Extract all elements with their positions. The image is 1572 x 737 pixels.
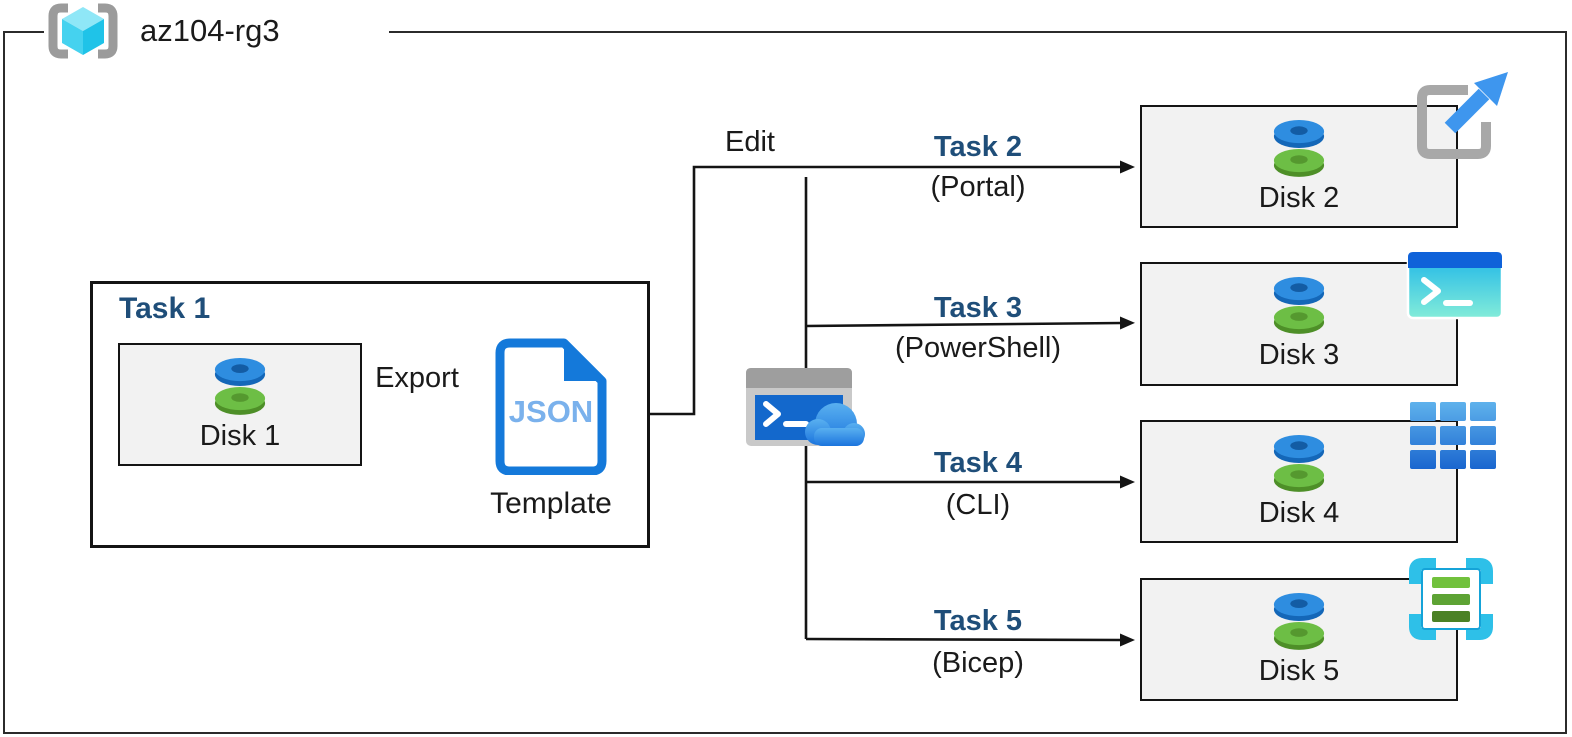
disk-icon <box>1273 277 1325 334</box>
cloud-glyph <box>805 403 865 446</box>
json-template-icon: JSON <box>495 338 607 475</box>
disk4-card: Disk 4 <box>1140 420 1458 543</box>
resource-group-name: az104-rg3 <box>140 13 280 48</box>
powershell-icon <box>1406 250 1504 320</box>
task2-method: (Portal) <box>930 171 1026 203</box>
json-badge-text: JSON <box>509 394 593 429</box>
task3-method: (PowerShell) <box>895 332 1061 364</box>
disk5-card: Disk 5 <box>1140 578 1458 701</box>
cloud-shell-icon <box>746 368 865 446</box>
task5-method: (Bicep) <box>932 647 1024 679</box>
cli-icon <box>1410 402 1496 469</box>
disk2-card: Disk 2 <box>1140 105 1458 228</box>
disk-icon <box>1273 120 1325 177</box>
task5-arrow <box>805 633 1135 647</box>
disk1-card: Disk 1 <box>118 343 362 466</box>
task2-label: Task 2 <box>933 131 1023 163</box>
task3-arrow <box>805 316 1135 330</box>
disk3-card: Disk 3 <box>1140 262 1458 386</box>
disk-icon <box>214 358 266 415</box>
disk4-label: Disk 4 <box>1258 497 1340 529</box>
export-label: Export <box>375 362 459 394</box>
disk2-label: Disk 2 <box>1258 182 1340 214</box>
disk-icon <box>1273 435 1325 492</box>
disk5-label: Disk 5 <box>1258 655 1340 687</box>
task4-method: (CLI) <box>945 489 1011 521</box>
resource-group-border <box>3 31 1567 734</box>
disk-icon <box>1273 593 1325 650</box>
bicep-icon <box>1409 558 1493 640</box>
export-template-icon <box>1417 72 1508 159</box>
resource-group-header: az104-rg3 <box>44 0 389 62</box>
task5-label: Task 5 <box>933 605 1023 637</box>
template-caption: Template <box>490 487 612 520</box>
edit-label: Edit <box>725 126 775 158</box>
task3-label: Task 3 <box>933 292 1023 324</box>
task1-title: Task 1 <box>119 292 211 325</box>
resource-group-icon <box>48 3 118 59</box>
edit-task2-arrow <box>647 160 1135 416</box>
disk3-label: Disk 3 <box>1258 339 1340 371</box>
disk1-label: Disk 1 <box>199 420 281 452</box>
task4-label: Task 4 <box>933 447 1023 479</box>
